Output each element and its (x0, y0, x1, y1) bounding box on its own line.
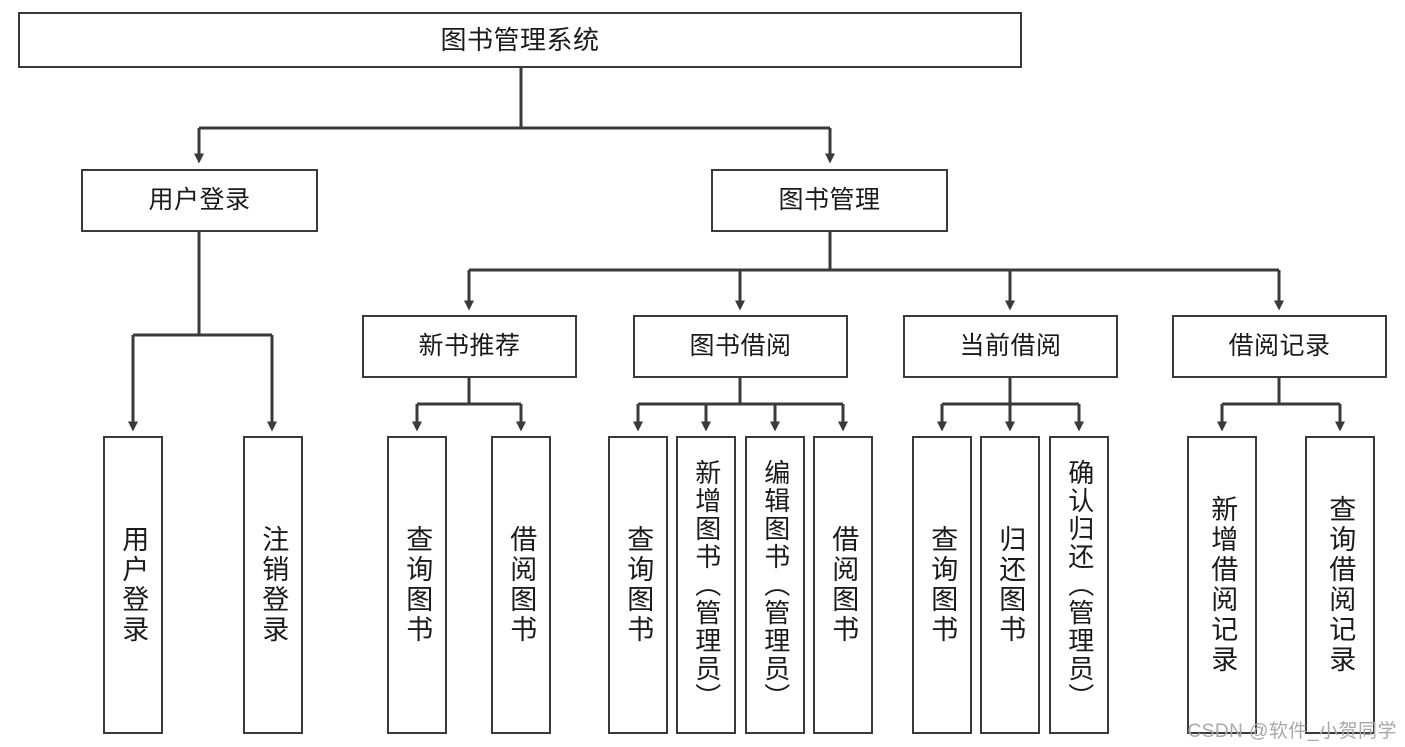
leaf-query-book-recommend[interactable]: 查询图书 (387, 436, 447, 734)
node-label: 查询借阅记录 (1325, 495, 1356, 675)
node-book-management[interactable]: 图书管理 (711, 169, 948, 232)
node-label: 用户登录 (118, 525, 149, 645)
leaf-edit-book-admin[interactable]: 编辑图书（管理员） (745, 436, 805, 734)
leaf-add-borrow-record[interactable]: 新增借阅记录 (1187, 436, 1257, 734)
node-label: 归还图书 (995, 525, 1026, 645)
node-label: 图书管理 (778, 185, 881, 214)
node-label: 借阅记录 (1228, 331, 1331, 360)
node-borrow-record[interactable]: 借阅记录 (1172, 315, 1387, 378)
leaf-query-book-current[interactable]: 查询图书 (912, 436, 972, 734)
leaf-user-login[interactable]: 用户登录 (103, 436, 163, 734)
node-user-login[interactable]: 用户登录 (81, 169, 318, 232)
leaf-borrow-book[interactable]: 借阅图书 (813, 436, 873, 734)
leaf-logout[interactable]: 注销登录 (243, 436, 303, 734)
watermark: CSDN @软件_小贺同学 (1187, 721, 1397, 742)
leaf-confirm-return-admin[interactable]: 确认归还（管理员） (1049, 436, 1109, 734)
node-label: 借阅图书 (828, 525, 859, 645)
node-label: 新书推荐 (418, 331, 521, 360)
node-label: 编辑图书（管理员） (760, 459, 791, 711)
node-label: 新增借阅记录 (1207, 495, 1238, 675)
node-new-book-recommend[interactable]: 新书推荐 (362, 315, 577, 378)
leaf-add-book-admin[interactable]: 新增图书（管理员） (676, 436, 736, 734)
node-label: 确认归还（管理员） (1064, 459, 1095, 711)
node-label: 用户登录 (148, 185, 251, 214)
leaf-query-book-borrow[interactable]: 查询图书 (608, 436, 668, 734)
node-root-system[interactable]: 图书管理系统 (18, 12, 1022, 68)
node-label: 当前借阅 (959, 331, 1062, 360)
node-label: 查询图书 (402, 525, 433, 645)
leaf-query-borrow-record[interactable]: 查询借阅记录 (1305, 436, 1375, 734)
node-label: 新增图书（管理员） (691, 459, 722, 711)
node-label: 查询图书 (623, 525, 654, 645)
node-book-borrow[interactable]: 图书借阅 (633, 315, 848, 378)
node-label: 注销登录 (258, 525, 289, 645)
node-current-borrow[interactable]: 当前借阅 (903, 315, 1118, 378)
node-label: 借阅图书 (506, 525, 537, 645)
leaf-borrow-book-recommend[interactable]: 借阅图书 (491, 436, 551, 734)
node-label: 查询图书 (927, 525, 958, 645)
node-label: 图书借阅 (689, 331, 792, 360)
node-label: 图书管理系统 (440, 24, 600, 55)
leaf-return-book[interactable]: 归还图书 (980, 436, 1040, 734)
